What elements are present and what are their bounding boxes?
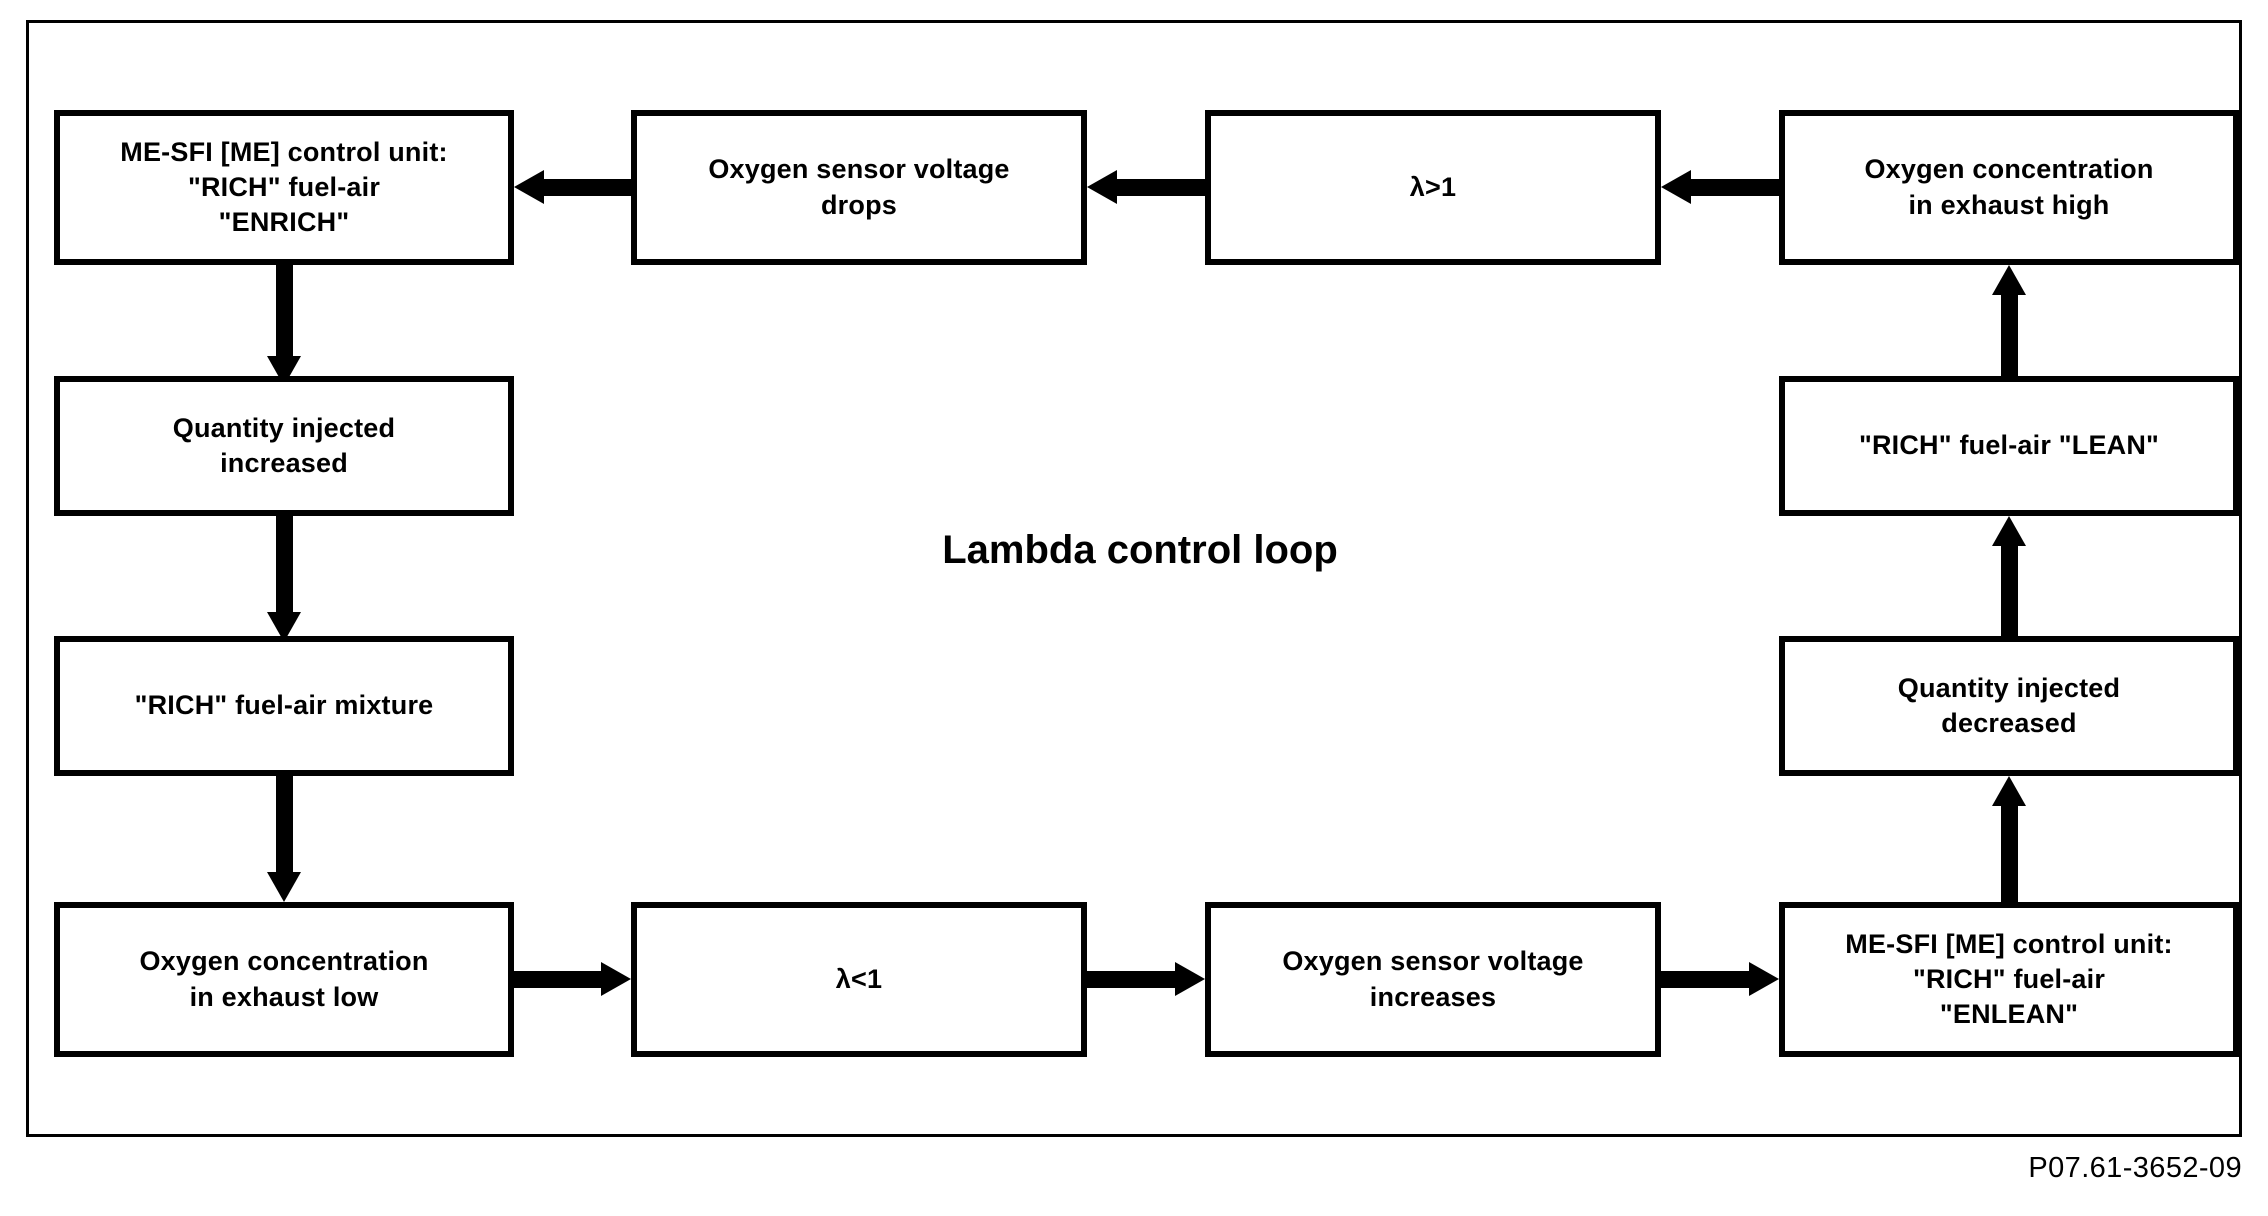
arrow-quantity-increased-to-rich-mixture [267,516,301,642]
arrow-quantity-decreased-to-rich-lean [1992,516,2026,642]
node-right-rich-fuel-air-lean: "RICH" fuel-air "LEAN" [1779,376,2239,516]
node-line: λ<1 [835,963,883,994]
arrow-o2-high-to-lambda-gt1 [1661,170,1779,204]
node-top-oxygen-concentration-high: Oxygen concentration in exhaust high [1779,110,2239,265]
node-line: "ENRICH" [218,207,350,238]
arrow-head-up-icon [1992,776,2026,806]
node-line: Oxygen sensor voltage [708,154,1010,185]
node-line: in exhaust low [189,981,379,1012]
node-line: drops [820,189,897,220]
node-top-voltage-drops: Oxygen sensor voltage drops [631,110,1087,265]
node-left-rich-fuel-air-mixture: "RICH" fuel-air mixture [54,636,514,776]
node-line: ME-SFI [ME] control unit: [1845,928,2173,959]
node-line: Quantity injected [172,412,396,443]
node-line: "RICH" fuel-air [1912,963,2106,994]
arrow-shaft [1689,179,1779,196]
arrow-head-right-icon [601,962,631,996]
arrow-rich-lean-to-o2-high [1992,265,2026,386]
arrow-head-left-icon [514,170,544,204]
node-line: "RICH" fuel-air [187,171,381,202]
node-top-lambda-greater-than-one: λ>1 [1205,110,1661,265]
arrow-shaft [276,516,293,614]
node-line: increases [1369,981,1497,1012]
node-bottom-oxygen-concentration-low: Oxygen concentration in exhaust low [54,902,514,1057]
arrow-shaft [276,776,293,874]
node-line: in exhaust high [1908,189,2110,220]
arrow-head-left-icon [1661,170,1691,204]
node-bottom-right-control-unit: ME-SFI [ME] control unit: "RICH" fuel-ai… [1779,902,2239,1057]
diagram-title: Lambda control loop [942,528,1338,572]
arrow-head-right-icon [1749,962,1779,996]
arrow-head-left-icon [1087,170,1117,204]
arrow-head-up-icon [1992,265,2026,295]
node-left-quantity-injected-increased: Quantity injected increased [54,376,514,516]
node-line: Oxygen sensor voltage [1282,946,1584,977]
node-line: λ>1 [1409,171,1457,202]
arrow-shaft [514,971,603,988]
arrow-shaft [276,265,293,358]
node-line: "ENLEAN" [1939,999,2079,1030]
node-line: increased [220,448,348,478]
node-top-left-control-unit: ME-SFI [ME] control unit: "RICH" fuel-ai… [54,110,514,265]
arrow-head-down-icon [267,872,301,902]
node-line: "RICH" fuel-air mixture [134,690,434,721]
arrow-head-right-icon [1175,962,1205,996]
arrow-shaft [1115,179,1205,196]
node-right-quantity-injected-decreased: Quantity injected decreased [1779,636,2239,776]
node-line: ME-SFI [ME] control unit: [120,136,448,167]
node-bottom-voltage-increases: Oxygen sensor voltage increases [1205,902,1661,1057]
arrow-voltage-increases-to-control-unit [1661,962,1779,996]
node-line: Oxygen concentration [1864,154,2154,185]
node-line: decreased [1941,708,2077,738]
arrow-shaft [542,179,631,196]
arrow-shaft [1087,971,1177,988]
node-line: Oxygen concentration [139,946,429,977]
arrow-shaft [2001,544,2018,642]
arrow-rich-mixture-to-o2-low [267,776,301,902]
arrow-lambda-lt1-to-voltage-increases [1087,962,1205,996]
arrow-shaft [2001,293,2018,386]
arrow-shaft [2001,804,2018,902]
arrow-control-unit-to-quantity-decreased [1992,776,2026,902]
node-line: "RICH" fuel-air "LEAN" [1858,430,2160,461]
figure-reference-code: P07.61-3652-09 [2028,1152,2242,1184]
arrow-control-unit-to-quantity-increased [267,265,301,386]
arrow-o2-low-to-lambda-lt1 [514,962,631,996]
arrow-lambda-gt1-to-voltage-drops [1087,170,1205,204]
node-line: Quantity injected [1897,672,2121,703]
arrow-voltage-drops-to-control-unit [514,170,631,204]
arrow-head-up-icon [1992,516,2026,546]
arrow-shaft [1661,971,1751,988]
node-bottom-lambda-less-than-one: λ<1 [631,902,1087,1057]
